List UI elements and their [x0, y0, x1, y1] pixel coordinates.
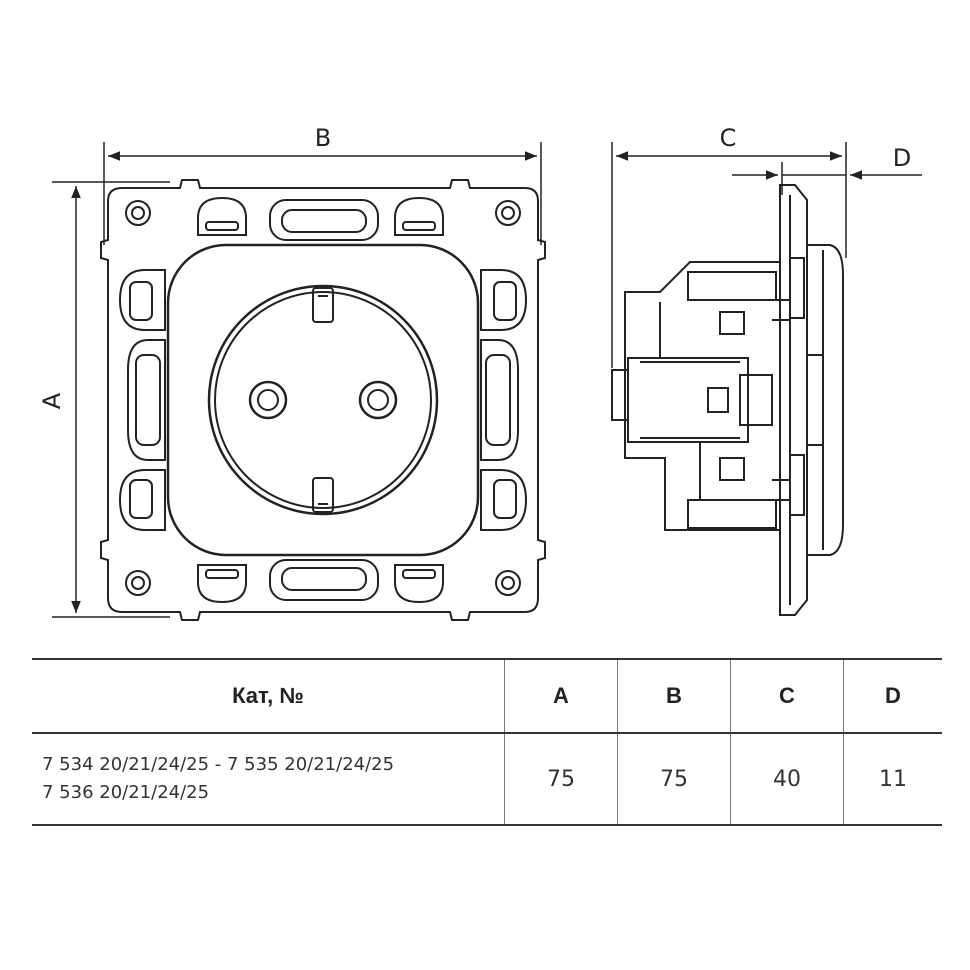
dimension-a-label: A: [38, 392, 66, 409]
header-b: B: [617, 658, 731, 734]
dimension-c-label: C: [720, 124, 737, 152]
header-catalog: Кат, №: [32, 658, 505, 734]
screw-hole-br: [495, 570, 521, 596]
pin-hole-left: [248, 380, 288, 420]
cell-b: 75: [617, 732, 731, 826]
header-a: A: [504, 658, 618, 734]
screw-hole-tl: [125, 200, 151, 226]
cell-d: 11: [843, 732, 942, 826]
screw-hole-bl: [125, 570, 151, 596]
dimension-b-label: B: [315, 124, 331, 152]
mounting-frame: [100, 179, 546, 621]
side-view: [611, 184, 844, 616]
dimensions-table: Кат, № A B C D 7 534 20/21/24/25 - 7 535…: [32, 658, 942, 826]
catalog-line-1: 7 534 20/21/24/25 - 7 535 20/21/24/25: [42, 754, 395, 775]
dimension-d-label: D: [893, 144, 911, 172]
socket-recess: [207, 284, 439, 516]
front-view: [100, 179, 546, 621]
catalog-line-2: 7 536 20/21/24/25: [42, 782, 210, 803]
technical-drawing: A B C D: [38, 124, 922, 621]
table-header-row: Кат, № A B C D: [32, 658, 942, 734]
pin-hole-right: [358, 380, 398, 420]
cell-catalog-numbers: 7 534 20/21/24/25 - 7 535 20/21/24/25 7 …: [32, 732, 505, 826]
cell-c: 40: [730, 732, 844, 826]
screw-hole-tr: [495, 200, 521, 226]
table-row: 7 534 20/21/24/25 - 7 535 20/21/24/25 7 …: [32, 732, 942, 826]
cell-a: 75: [504, 732, 618, 826]
cover-plate: [166, 243, 480, 557]
header-c: C: [730, 658, 844, 734]
dimension-lines: [52, 142, 922, 618]
header-d: D: [843, 658, 942, 734]
